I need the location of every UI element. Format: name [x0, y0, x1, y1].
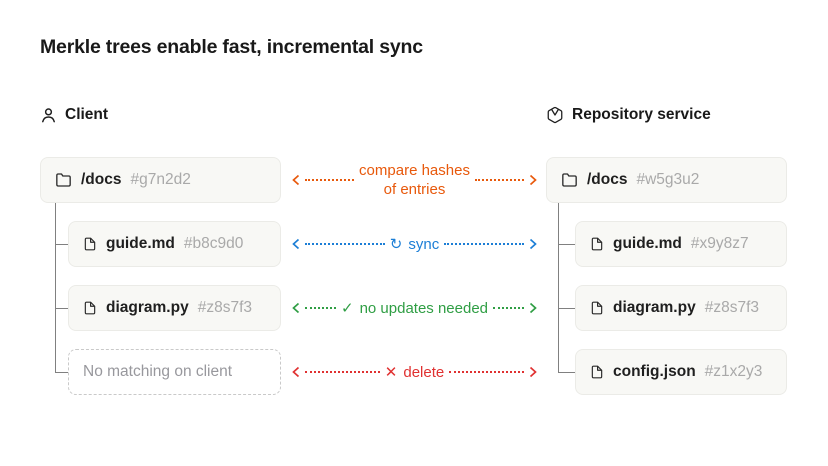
- repo-tree-stub: [558, 244, 575, 245]
- repo-file-node: diagram.py #z8s7f3: [575, 285, 787, 331]
- client-tree-stub: [55, 244, 68, 245]
- file-icon: [83, 300, 97, 316]
- arrow-label: delete: [403, 363, 445, 381]
- arrowhead-left-icon: [292, 174, 300, 186]
- dotted-line: [305, 179, 355, 181]
- arrow-label: compare hashes of entries: [359, 162, 470, 198]
- repo-tree-vertical-line: [558, 203, 559, 372]
- repo-file-name: diagram.py: [613, 299, 696, 316]
- repo-file-hash: #x9y8z7: [690, 235, 749, 252]
- arrow-sync: ↻ sync: [292, 232, 537, 256]
- repo-file-node: guide.md #x9y8z7: [575, 221, 787, 267]
- dotted-line: [474, 179, 524, 181]
- repo-file-name: guide.md: [613, 235, 682, 252]
- client-tree-stub: [55, 372, 68, 373]
- arrow-no-updates: ✓ no updates needed: [292, 296, 537, 320]
- client-file-hash: #b8c9d0: [183, 235, 244, 252]
- client-tree-stub: [55, 308, 68, 309]
- repo-tree-stub: [558, 308, 575, 309]
- repo-root-hash: #w5g3u2: [636, 171, 700, 188]
- client-root-node: /docs #g7n2d2: [40, 157, 281, 203]
- client-file-hash: #z8s7f3: [197, 299, 252, 316]
- client-file-node: diagram.py #z8s7f3: [68, 285, 281, 331]
- sync-icon: ↻: [389, 236, 403, 253]
- client-missing-label: No matching on client: [83, 363, 233, 380]
- client-file-name: diagram.py: [106, 299, 189, 316]
- client-missing-node: No matching on client: [68, 349, 281, 395]
- client-root-name: /docs: [81, 171, 122, 188]
- repo-root-name: /docs: [587, 171, 628, 188]
- arrowhead-left-icon: [292, 366, 300, 378]
- folder-icon: [55, 172, 72, 188]
- check-icon: ✓: [340, 300, 354, 317]
- dotted-line: [305, 307, 336, 309]
- arrow-delete: ✕ delete: [292, 360, 537, 384]
- client-tree-vertical-line: [55, 203, 56, 372]
- dotted-line: [444, 243, 525, 245]
- file-icon: [83, 236, 97, 252]
- arrowhead-right-icon: [529, 366, 537, 378]
- repo-file-hash: #z1x2y3: [704, 363, 763, 380]
- file-icon: [590, 236, 604, 252]
- client-root-hash: #g7n2d2: [130, 171, 191, 188]
- arrow-label: no updates needed: [359, 299, 489, 317]
- repo-file-hash: #z8s7f3: [704, 299, 759, 316]
- folder-icon: [561, 172, 578, 188]
- file-icon: [590, 364, 604, 380]
- repository-header-label: Repository service: [572, 106, 711, 123]
- client-header: Client: [40, 103, 108, 127]
- repo-root-node: /docs #w5g3u2: [546, 157, 787, 203]
- dotted-line: [305, 243, 385, 245]
- client-file-name: guide.md: [106, 235, 175, 252]
- file-icon: [590, 300, 604, 316]
- repo-tree-stub: [558, 372, 575, 373]
- arrow-label: sync: [408, 235, 440, 253]
- repo-file-node: config.json #z1x2y3: [575, 349, 787, 395]
- arrowhead-right-icon: [529, 302, 537, 314]
- arrowhead-left-icon: [292, 238, 300, 250]
- dotted-line: [305, 371, 380, 373]
- repo-file-name: config.json: [613, 363, 696, 380]
- repository-header: Repository service: [546, 103, 711, 127]
- package-icon: [546, 106, 564, 124]
- diagram-title: Merkle trees enable fast, incremental sy…: [40, 36, 423, 58]
- arrowhead-right-icon: [529, 174, 537, 186]
- client-header-label: Client: [65, 106, 109, 123]
- arrowhead-left-icon: [292, 302, 300, 314]
- person-icon: [40, 107, 57, 124]
- arrow-compare-hashes: compare hashes of entries: [292, 156, 537, 204]
- arrowhead-right-icon: [529, 238, 537, 250]
- cross-icon: ✕: [384, 364, 398, 381]
- client-file-node: guide.md #b8c9d0: [68, 221, 281, 267]
- dotted-line: [493, 307, 524, 309]
- dotted-line: [449, 371, 525, 373]
